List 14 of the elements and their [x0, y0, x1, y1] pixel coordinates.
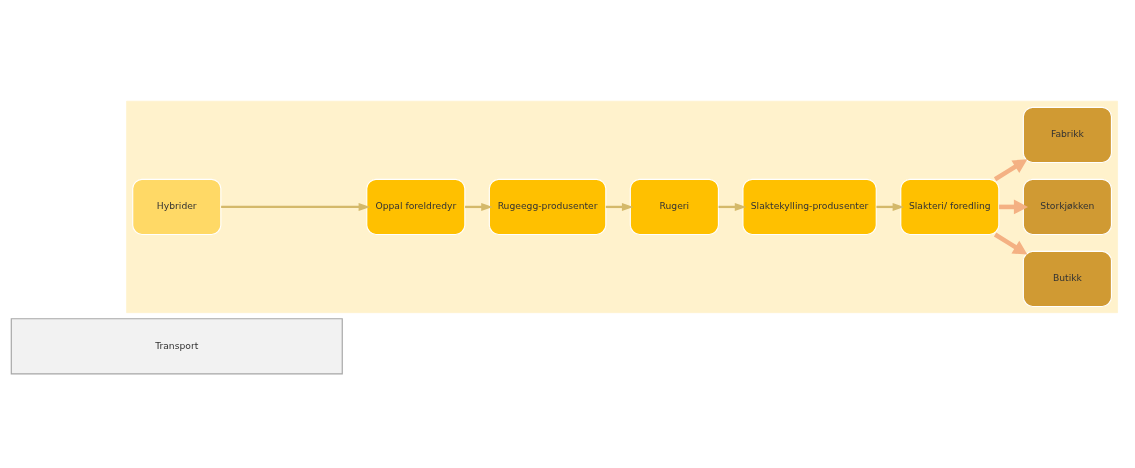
node-box: Slakteri/ foredling [900, 178, 1000, 235]
node-box: Storkjøkken [1022, 178, 1113, 235]
arrow [993, 158, 1028, 181]
node-box: Butikk [1022, 250, 1113, 307]
node-box: Rugeegg-produsenter [488, 178, 607, 235]
node-box: Fabrikk [1022, 106, 1113, 163]
node-box: Hybrider [132, 178, 222, 235]
node-box: Transport [10, 317, 343, 374]
node-box: Rugeri [629, 178, 719, 235]
node-box: Slaktekylling-produsenter [742, 178, 877, 235]
arrow [221, 202, 371, 211]
arrow [993, 232, 1028, 255]
cluster [126, 100, 1118, 313]
node-box: Oppal foreldredyr [366, 178, 466, 235]
